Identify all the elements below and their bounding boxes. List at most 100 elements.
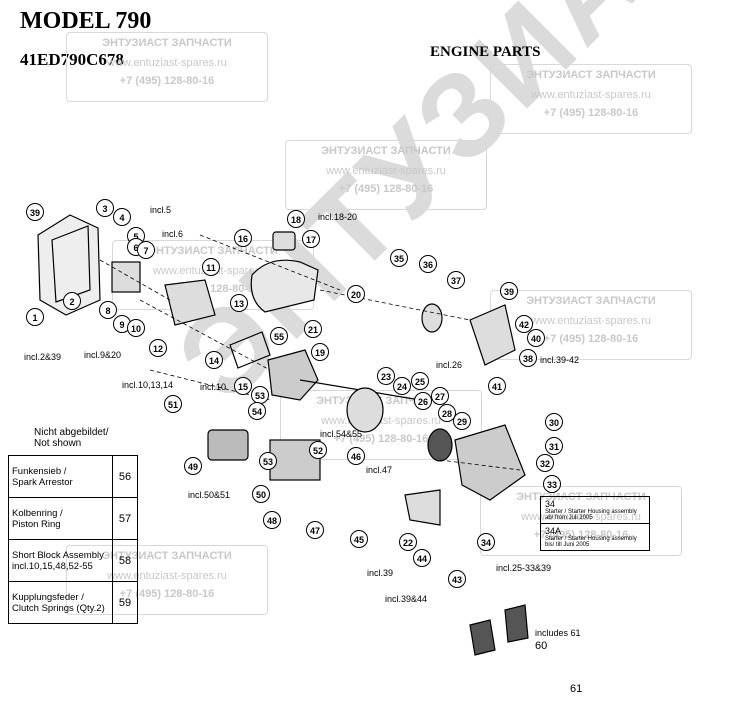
callout-24: 24 <box>393 377 411 395</box>
part-label: Kolbenring / Piston Ring <box>8 497 113 540</box>
part-number: 58 <box>112 539 138 582</box>
callout-22: 22 <box>399 533 417 551</box>
callout-10: 10 <box>127 319 145 337</box>
watermark-title: ЭНТУЗИАСТ ЗАПЧАСТИ <box>148 245 278 257</box>
callout-39: 39 <box>26 203 44 221</box>
watermark-box: ЭНТУЗИАСТ ЗАПЧАСТИ www.entuziast-spares.… <box>490 290 692 360</box>
part-number: 56 <box>112 455 138 498</box>
table-row: Short Block Assembly incl.10,15,48,52-55… <box>8 539 138 582</box>
callout-2: 2 <box>63 292 81 310</box>
note: includes 61 <box>535 628 581 638</box>
flywheel-shape <box>346 387 384 433</box>
callout-20: 20 <box>347 285 365 303</box>
starter-text: Starter / Starter Housing assembly ab/ f… <box>545 509 637 521</box>
fan-housing-shape <box>469 304 516 366</box>
watermark-title: ЭНТУЗИАСТ ЗАПЧАСТИ <box>526 295 656 307</box>
table-row: Kolbenring / Piston Ring 57 <box>8 497 138 540</box>
clutch-shape <box>421 303 443 333</box>
fuel-tank-shape <box>250 259 319 313</box>
watermark-phone: +7 (495) 128-80-16 <box>543 333 639 345</box>
gasket-shape <box>229 331 271 369</box>
part-label: Kupplungsfeder / Clutch Springs (Qty.2) <box>8 581 113 624</box>
callout-42: 42 <box>515 315 533 333</box>
carburetor-shape <box>111 261 141 293</box>
note: incl.18-20 <box>318 212 358 222</box>
watermark-title: ЭНТУЗИАСТ ЗАПЧАСТИ <box>321 145 451 157</box>
callout-55: 55 <box>270 327 288 345</box>
callout-31: 31 <box>545 437 563 455</box>
callout-26: 26 <box>414 392 432 410</box>
watermark-title: ЭНТУЗИАСТ ЗАПЧАСТИ <box>102 37 232 49</box>
callout-19: 19 <box>311 343 329 361</box>
callout-17: 17 <box>302 230 320 248</box>
part-label: Short Block Assembly incl.10,15,48,52-55 <box>8 539 113 582</box>
watermark-phone: +7 (495) 128-80-16 <box>533 529 629 541</box>
part-60b-shape <box>504 604 529 643</box>
callout-27: 27 <box>431 387 449 405</box>
callout-38: 38 <box>519 349 537 367</box>
note: incl.6 <box>162 229 184 239</box>
crankcase-shape <box>267 349 319 401</box>
watermark-phone: +7 (495) 128-80-16 <box>119 75 215 87</box>
watermark-phone: +7 (495) 128-80-16 <box>543 107 639 119</box>
callout-45: 45 <box>350 530 368 548</box>
note: incl.10,13,14 <box>122 380 174 390</box>
callout-40: 40 <box>527 329 545 347</box>
watermark-box: ЭНТУЗИАСТ ЗАПЧАСТИ www.entuziast-spares.… <box>490 64 692 134</box>
muffler-shape <box>207 429 249 461</box>
watermark-title: ЭНТУЗИАСТ ЗАПЧАСТИ <box>516 491 646 503</box>
callout-34: 34 <box>477 533 495 551</box>
part-number: 57 <box>112 497 138 540</box>
watermark-url: www.entuziast-spares.ru <box>531 315 651 327</box>
callout-18: 18 <box>287 210 305 228</box>
note: incl.39 <box>367 568 394 578</box>
bracket-shape <box>404 489 441 526</box>
watermark-phone: +7 (495) 128-80-16 <box>333 433 429 445</box>
callout-30: 30 <box>545 413 563 431</box>
callout-16: 16 <box>234 229 252 247</box>
model-number: 41ED790C678 <box>20 50 124 69</box>
starter-housing-shape <box>454 424 526 501</box>
callout-14: 14 <box>205 351 223 369</box>
callout-46: 46 <box>347 447 365 465</box>
callout-35: 35 <box>390 249 408 267</box>
callout-21: 21 <box>304 320 322 338</box>
callout-15: 15 <box>234 377 252 395</box>
callout-60: 60 <box>535 640 548 652</box>
callout-52: 52 <box>309 441 327 459</box>
note: incl.5 <box>150 205 172 215</box>
callout-25: 25 <box>411 372 429 390</box>
watermark-url: www.entuziast-spares.ru <box>521 511 641 523</box>
watermark-url: www.entuziast-spares.ru <box>531 89 651 101</box>
starter-num: 34 <box>545 499 556 509</box>
table-row: Kupplungsfeder / Clutch Springs (Qty.2) … <box>8 581 138 624</box>
callout-33: 33 <box>543 475 561 493</box>
note: incl.2&39 <box>24 352 62 362</box>
watermark-box: ЭНТУЗИАСТ ЗАПЧАСТИ www.entuziast-spares.… <box>285 140 487 210</box>
watermark-phone: +7 (495) 128-80-16 <box>119 588 215 600</box>
callout-48: 48 <box>263 511 281 529</box>
callout-36: 36 <box>419 255 437 273</box>
callout-7: 7 <box>137 241 155 259</box>
callout-39b: 39 <box>500 282 518 300</box>
callout-37: 37 <box>447 271 465 289</box>
starter-num: 34A <box>545 526 562 536</box>
callout-12: 12 <box>149 339 167 357</box>
callout-61: 61 <box>570 683 583 695</box>
callout-43: 43 <box>448 570 466 588</box>
callout-4: 4 <box>113 208 131 226</box>
not-shown-label: Nicht abgebildet/ Not shown <box>34 427 109 449</box>
callout-53: 53 <box>251 386 269 404</box>
callout-28: 28 <box>438 404 456 422</box>
watermark-title: ЭНТУЗИАСТ ЗАПЧАСТИ <box>526 69 656 81</box>
note: incl.47 <box>366 465 393 475</box>
callout-41: 41 <box>488 377 506 395</box>
section-title: ENGINE PARTS <box>430 44 541 60</box>
watermark-box: ЭНТУЗИАСТ ЗАПЧАСТИ www.entuziast-spares.… <box>66 32 268 102</box>
callout-3: 3 <box>96 199 114 217</box>
part-label: Funkensieb / Spark Arrestor <box>8 455 113 498</box>
note: incl.50&51 <box>188 490 231 500</box>
note: incl.54&55 <box>320 429 363 439</box>
note: incl.39&44 <box>385 594 428 604</box>
